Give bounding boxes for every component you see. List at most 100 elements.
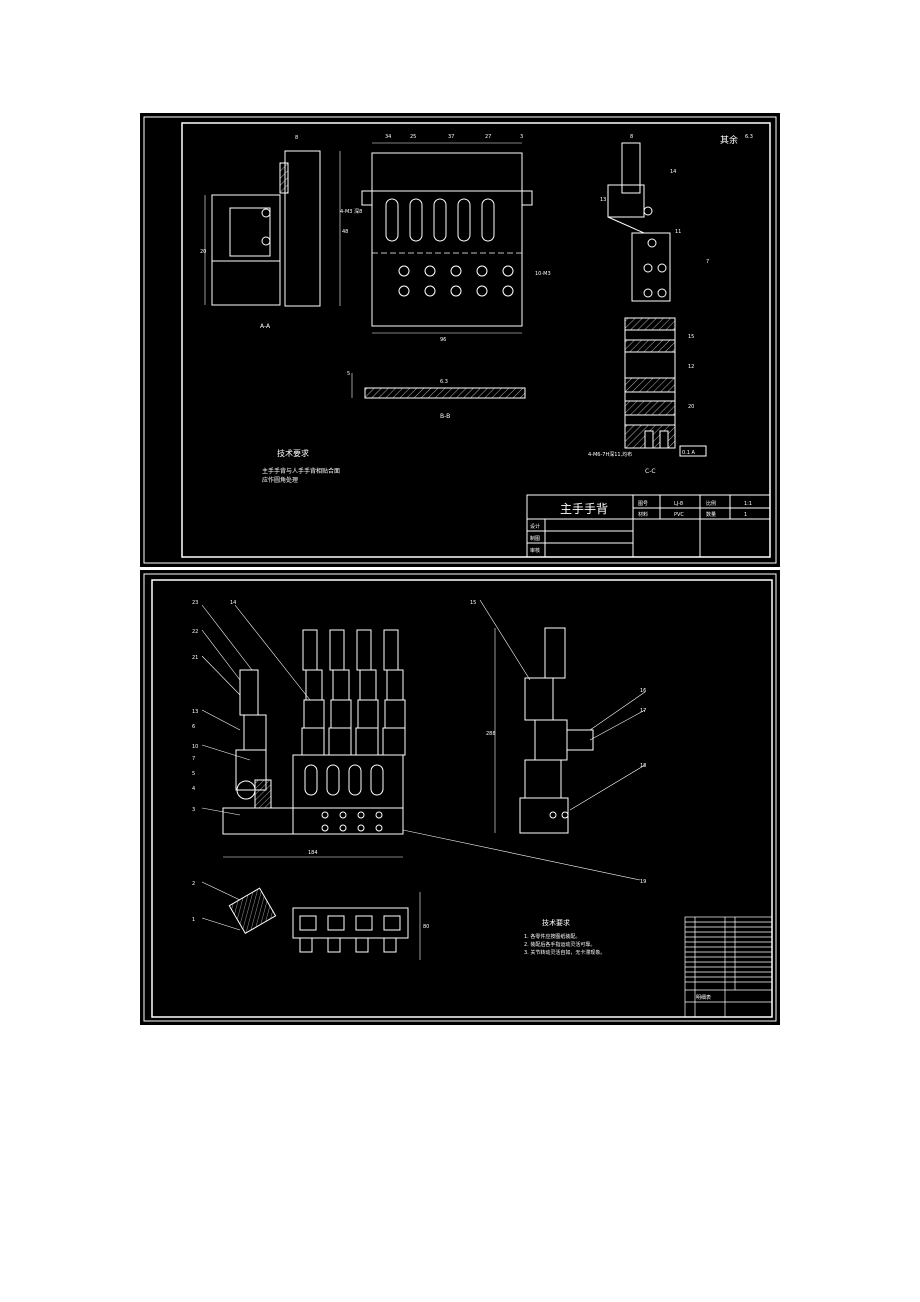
a-a-hole-bottom (261, 236, 271, 246)
dim-right-13: 13 (600, 197, 606, 203)
palm-base-left (222, 807, 294, 835)
tb-material: PVC (674, 512, 684, 518)
balloon-14: 14 (230, 600, 236, 606)
finger-index (301, 629, 325, 756)
c-c-tolerance-frame (679, 445, 707, 457)
balloon-22: 22 (192, 629, 198, 635)
note-main-holes: 4-M3 深8 (340, 208, 362, 215)
main-hole-row-top (398, 265, 514, 277)
a-a-hatch (279, 162, 289, 194)
dim-main-37: 37 (448, 134, 454, 140)
dim-a-a-top: 8 (295, 135, 298, 141)
dim-main-27: 27 (485, 134, 491, 140)
dim-main-25: 25 (410, 134, 416, 140)
main-hole-row-bottom (398, 285, 514, 297)
assembly-front-view (222, 629, 406, 858)
right-hole-3 (643, 263, 653, 273)
view-a-a (204, 150, 341, 307)
dim-right-11: 11 (675, 229, 681, 235)
assembly-bottom-view (228, 887, 421, 960)
right-hole-2 (647, 238, 657, 248)
assembly-note-3: 3. 关节转动灵活自如，无卡滞现象。 (524, 949, 605, 956)
dim-side-height: 288 (486, 731, 496, 737)
dim-b-b-roughness: 6.3 (440, 379, 448, 385)
right-hole-6 (657, 288, 667, 298)
note-main-holes-2: 10-M3 (535, 271, 551, 277)
dim-c-c-15: 15 (688, 334, 694, 340)
view-main (361, 142, 533, 334)
part-drawing-sheet: A-A 8 20 48 34 25 37 27 3 96 4-M3 深8 10-… (140, 113, 780, 567)
dim-front-width: 184 (308, 850, 318, 856)
right-block (607, 184, 645, 218)
main-slot-1 (385, 198, 399, 242)
tb-label-design: 设计 (530, 523, 540, 530)
tb-qty: 1 (744, 512, 747, 518)
balloon-23: 23 (192, 600, 198, 606)
label-view-b-b: B-B (440, 413, 450, 420)
outer-frame-2 (143, 573, 777, 1022)
dim-bottom-depth: 80 (423, 924, 429, 930)
balloon-17: 17 (640, 708, 646, 714)
balloon-19: 19 (640, 879, 646, 885)
tb-label-material: 材料 (638, 511, 648, 518)
view-c-c (624, 317, 707, 457)
balloon-4: 4 (192, 786, 195, 792)
finger-little (382, 629, 406, 756)
dim-main-3: 3 (520, 134, 523, 140)
thumb-assembly (235, 669, 272, 809)
tb-drawing-no: LJ-8 (674, 501, 683, 507)
assembly-drawing-canvas: 184 288 80 23 14 (143, 573, 777, 1022)
c-c-hatch-4 (624, 400, 676, 416)
balloon-1: 1 (192, 917, 195, 923)
right-plate (631, 232, 671, 302)
inner-frame-2 (151, 579, 773, 1018)
assembly-tech-title: 技术要求 (542, 918, 570, 927)
right-tab (621, 142, 641, 194)
parts-list (684, 916, 773, 1018)
palm-back (292, 754, 404, 809)
tb-label-qty: 数量 (706, 511, 716, 518)
dim-main-96: 96 (440, 337, 446, 343)
balloon-7: 7 (192, 756, 195, 762)
dim-right-14: 14 (670, 169, 676, 175)
tb-label-drawing-no: 图号 (638, 501, 648, 507)
roughness-value: 6.3 (745, 134, 753, 140)
palm-slots (304, 764, 384, 796)
a-a-pocket (229, 207, 271, 257)
assembly-note-1: 1. 各零件应按图纸装配。 (524, 933, 580, 940)
balloon-16: 16 (640, 688, 646, 694)
drawing-title: 主手手背 (560, 502, 608, 516)
balloon-21: 21 (192, 655, 198, 661)
parts-list-label: 明细表 (696, 994, 711, 1001)
balloon-5: 5 (192, 771, 195, 777)
dim-main-34: 34 (385, 134, 391, 140)
c-c-hatch-2 (624, 339, 676, 353)
dim-right-7: 7 (706, 259, 709, 265)
tech-req-line1: 主手手背与人手手背相贴合面 (262, 467, 340, 475)
title-block (526, 494, 771, 558)
balloon-18: 18 (640, 763, 646, 769)
balloon-15: 15 (470, 600, 476, 606)
right-hole-4 (657, 263, 667, 273)
assembly-drawing-sheet: 184 288 80 23 14 (140, 570, 780, 1025)
finger-ring (355, 629, 379, 756)
balloon-3: 3 (192, 807, 195, 813)
main-slot-2 (409, 198, 423, 242)
balloon-10: 10 (192, 744, 198, 750)
right-hole-5 (643, 288, 653, 298)
tb-label-check: 审核 (530, 547, 540, 554)
main-slot-5 (481, 198, 495, 242)
label-view-c-c: C-C (645, 468, 656, 475)
a-a-body (211, 194, 281, 306)
view-right (607, 142, 671, 302)
leader-lines (201, 599, 646, 931)
main-slot-4 (457, 198, 471, 242)
balloon-2: 2 (192, 881, 195, 887)
balloon-13: 13 (192, 709, 198, 715)
dim-b-b-5: 5 (347, 371, 350, 377)
main-left-tab (361, 190, 373, 206)
assembly-note-2: 2. 装配后各手指运动灵活可靠。 (524, 941, 595, 948)
balloon-numbers: 23 14 22 21 13 6 10 7 5 4 3 2 1 15 16 17… (192, 600, 646, 923)
outer-frame (143, 116, 777, 564)
dim-c-c-20: 20 (688, 404, 694, 410)
